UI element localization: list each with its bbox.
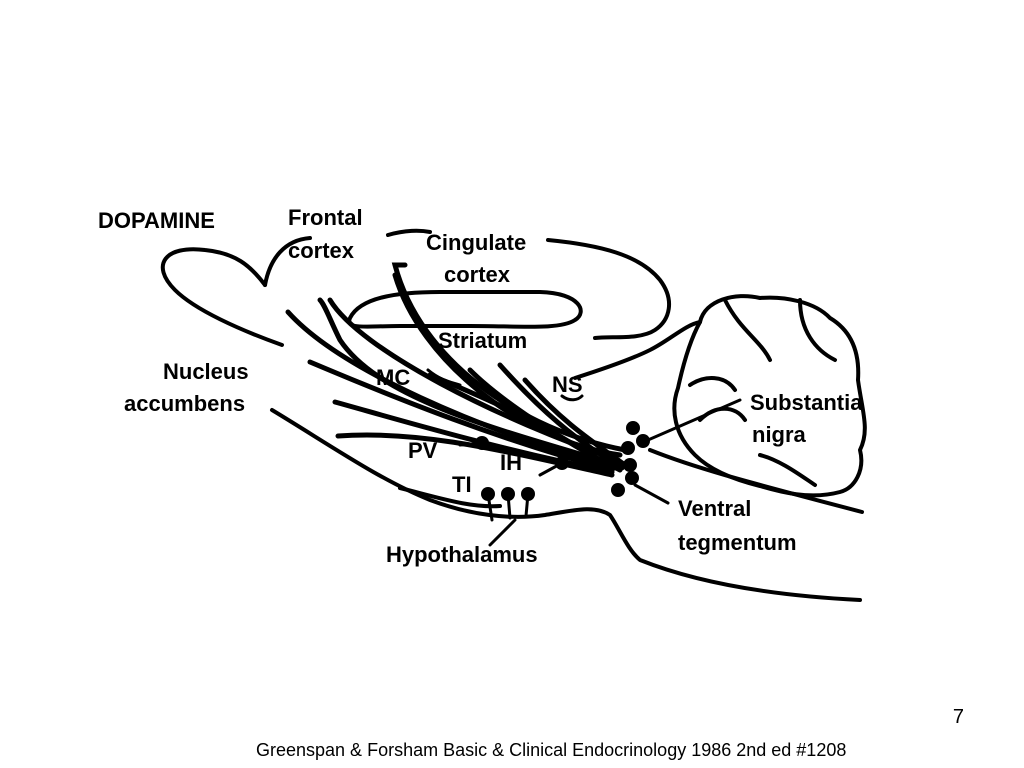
cell-body-vt-3 xyxy=(611,483,625,497)
label-hypothalamus: Hypothalamus xyxy=(386,542,538,567)
olfactory-bulb-outline xyxy=(160,247,284,347)
label-nucleus-accumbens-line2: accumbens xyxy=(124,391,245,416)
leader-mc xyxy=(426,368,462,387)
cerebellum-folia xyxy=(688,298,837,487)
ventral-outline xyxy=(270,408,862,602)
corpus-callosum-outline xyxy=(347,290,583,329)
fiber-striatum-2 xyxy=(497,362,625,471)
brain-outline xyxy=(160,228,867,602)
label-frontal-cortex-line2: cortex xyxy=(288,238,355,263)
label-substantia-nigra-line1: Substantia xyxy=(750,390,863,415)
label-ventral-tegmentum-line2: tegmentum xyxy=(678,530,797,555)
brainstem-upper-outline xyxy=(648,448,864,514)
cell-body-sn-3 xyxy=(621,441,635,455)
label-ti: TI xyxy=(452,472,472,497)
label-striatum: Striatum xyxy=(438,328,527,353)
ih-fiber xyxy=(538,461,564,477)
ti-fiber-1 xyxy=(486,492,494,522)
leader-ventral-tegmentum xyxy=(633,483,670,505)
pv-fiber xyxy=(458,441,484,447)
label-ns: NS xyxy=(552,372,583,397)
leader-substantia-nigra xyxy=(646,398,742,442)
hypothalamic-fibers xyxy=(458,441,564,522)
cortex-outline xyxy=(263,228,671,340)
diagram-title: DOPAMINE xyxy=(98,208,215,233)
fiber-frontal-4 xyxy=(285,309,618,471)
label-cingulate-cortex-line2: cortex xyxy=(444,262,511,287)
label-pv: PV xyxy=(408,438,438,463)
ti-fiber-2 xyxy=(506,492,512,520)
leader-lines xyxy=(426,368,742,547)
ti-fiber-3 xyxy=(524,492,530,518)
label-ih: IH xyxy=(500,450,522,475)
label-mc: MC xyxy=(376,365,410,390)
label-frontal-cortex-line1: Frontal xyxy=(288,205,363,230)
source-caption: Greenspan & Forsham Basic & Clinical End… xyxy=(256,740,847,760)
label-nucleus-accumbens-line1: Nucleus xyxy=(163,359,249,384)
label-cingulate-cortex-line1: Cingulate xyxy=(426,230,526,255)
label-ventral-tegmentum-line1: Ventral xyxy=(678,496,751,521)
fiber-striatum-3 xyxy=(522,377,628,468)
cell-body-vt-1 xyxy=(623,458,637,472)
page-number: 7 xyxy=(952,706,964,728)
fiber-mc xyxy=(427,372,613,473)
fiber-accumbens-1 xyxy=(307,359,615,473)
leader-hypothalamus xyxy=(488,518,517,547)
cell-body-sn-2 xyxy=(636,434,650,448)
cell-body-vt-2 xyxy=(625,471,639,485)
leader-ns xyxy=(560,394,584,402)
cell-body-sn-1 xyxy=(626,421,640,435)
label-substantia-nigra-line2: nigra xyxy=(752,422,807,447)
dopamine-fibers xyxy=(285,262,628,478)
midbrain-outline xyxy=(573,320,702,380)
